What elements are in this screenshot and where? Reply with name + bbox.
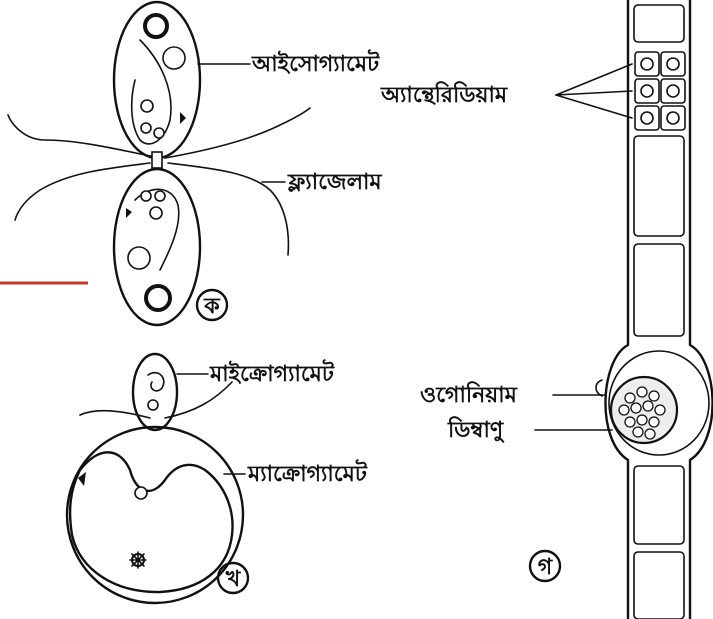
microgamete-chloroplast bbox=[148, 373, 164, 391]
top-cell bbox=[634, 5, 684, 42]
antheridium-cluster bbox=[635, 52, 685, 130]
oogonium-pore bbox=[596, 380, 602, 396]
antheridium-pointer-1 bbox=[556, 64, 632, 95]
macrogamete-body bbox=[67, 427, 243, 603]
lower-gamete-granule-2 bbox=[150, 207, 162, 219]
upper-gamete-eyespot bbox=[180, 112, 186, 124]
vegetative-cell-4 bbox=[634, 552, 684, 619]
antheridium-pointer-2 bbox=[556, 91, 632, 95]
label-flagellum: ফ্ল্যাজেলাম bbox=[287, 170, 382, 195]
label-macrogamete: ম্যাক্রোগ্যামেট bbox=[247, 459, 368, 487]
label-egg: ডিম্বাণু bbox=[447, 416, 505, 444]
upper-gamete-granule-2 bbox=[154, 128, 164, 138]
fusion-papilla bbox=[152, 152, 162, 168]
panel-tag-kha: খ bbox=[225, 567, 242, 592]
upper-gamete-pyrenoid bbox=[145, 15, 167, 37]
flagellum-right-upper bbox=[165, 108, 310, 158]
microgamete-nucleus bbox=[148, 400, 158, 410]
filament-wall-right bbox=[690, 0, 713, 619]
lower-gamete-eyespot bbox=[126, 208, 132, 218]
lower-gamete-granule-1 bbox=[141, 191, 151, 201]
microgamete-body bbox=[133, 354, 177, 430]
antheridium-pointer-3 bbox=[556, 95, 632, 118]
panel-ka-isogametes bbox=[8, 2, 310, 325]
lower-gamete-granule-3 bbox=[155, 191, 165, 201]
upper-gamete-granule-1 bbox=[141, 123, 151, 133]
upper-gamete-vacuole bbox=[163, 47, 185, 69]
label-oogonium: ওগোনিয়াম bbox=[420, 381, 518, 408]
lower-gamete-chloroplast bbox=[135, 189, 179, 270]
microgamete-flagellum-right bbox=[165, 382, 232, 418]
macrogamete-nucleus bbox=[135, 487, 147, 499]
vegetative-cell-2 bbox=[634, 244, 684, 336]
upper-gamete-nucleus bbox=[141, 100, 153, 112]
label-isogamete: আইসোগ্যামেট bbox=[251, 49, 380, 77]
panel-tag-ka: ক bbox=[203, 294, 221, 319]
panel-tag-ga: গ bbox=[538, 555, 554, 580]
label-microgamete: মাইক্রোগ্যামেট bbox=[209, 359, 335, 387]
macrogamete-chloroplast bbox=[70, 452, 232, 592]
lower-gamete-pyrenoid bbox=[146, 286, 170, 310]
label-antheridium: অ্যান্থেরিডিয়াম bbox=[380, 81, 508, 108]
macrogamete-pyrenoid-rays bbox=[130, 552, 146, 568]
lower-gamete-vacuole bbox=[128, 247, 150, 269]
panel-ga-filament bbox=[535, 0, 713, 619]
vegetative-cell-3 bbox=[634, 466, 684, 544]
panel-kha-anisogametes bbox=[67, 354, 245, 603]
vegetative-cell-1 bbox=[634, 136, 684, 236]
flagellum-right-lower bbox=[168, 163, 288, 255]
